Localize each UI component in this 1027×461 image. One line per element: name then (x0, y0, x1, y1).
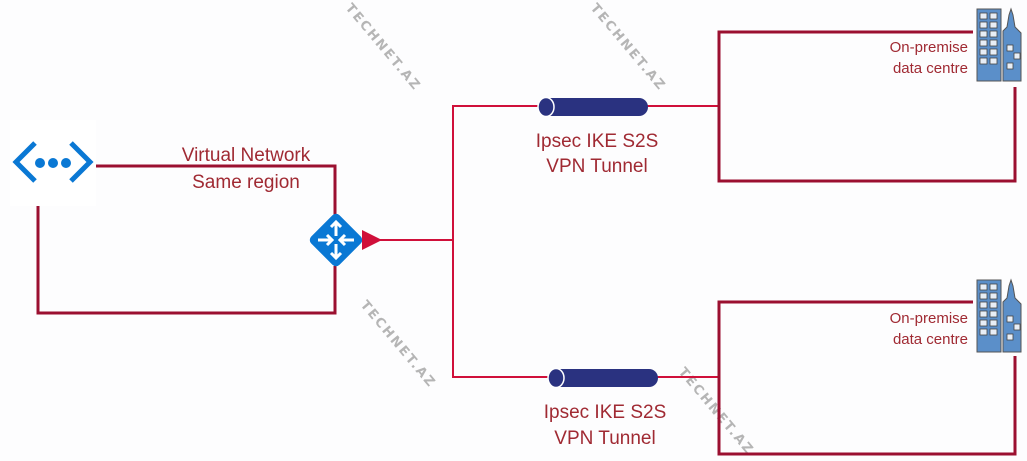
vpn-gateway-router-icon[interactable] (308, 212, 365, 269)
site-2-sublabel: data centre (893, 331, 968, 348)
watermark-text: TECHNET.AZ (675, 365, 757, 458)
vnet-subtitle: Same region (192, 172, 300, 193)
building-icon (973, 6, 1023, 84)
building-icon (973, 277, 1023, 355)
vnet-loop-line (36, 164, 337, 315)
watermark-text: TECHNET.AZ (342, 1, 424, 94)
vpn-tunnel-icon[interactable] (547, 367, 658, 389)
site-1-sublabel: data centre (893, 60, 968, 77)
tunnel-2-sublabel: VPN Tunnel (554, 428, 655, 449)
site-1-label: On-premise (890, 39, 968, 56)
tunnel-1-sublabel: VPN Tunnel (546, 156, 647, 177)
watermark-text: TECHNET.AZ (587, 1, 669, 94)
site-2-box (717, 300, 1017, 456)
site-2-label: On-premise (890, 310, 968, 327)
vpn-tunnel-icon[interactable] (537, 96, 648, 118)
vnet-title: Virtual Network (182, 145, 311, 166)
watermark: TECHNET.AZ TECHNET.AZ TECHNET.AZ TECHNET… (342, 1, 757, 458)
site-1-box (717, 30, 1017, 183)
virtual-network-icon[interactable] (10, 120, 96, 206)
tunnel-1-label: Ipsec IKE S2S (536, 131, 659, 152)
tunnel-2-label: Ipsec IKE S2S (544, 402, 667, 423)
watermark-text: TECHNET.AZ (357, 298, 439, 391)
